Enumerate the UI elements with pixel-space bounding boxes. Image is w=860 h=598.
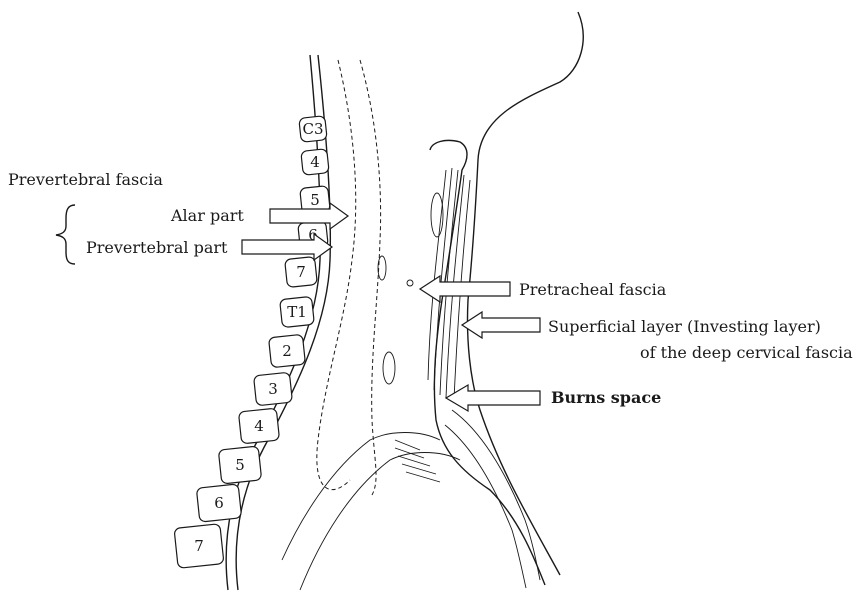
vertebra-label: 5 — [235, 456, 245, 474]
vertebra-label: 7 — [194, 537, 204, 555]
esophagus-line — [282, 433, 440, 561]
prevertebral-brace — [56, 205, 75, 264]
vertebra-label: 2 — [282, 342, 292, 360]
vertebra-label: T1 — [287, 303, 307, 321]
esophagus-line-2 — [300, 453, 460, 591]
burns-space-arrow — [446, 385, 540, 411]
trachea-cartilage-band-2 — [445, 425, 526, 588]
prevertebral-part-label: Prevertebral part — [86, 238, 227, 258]
vertebra-label: 3 — [268, 380, 278, 398]
strap-muscle-fiber — [428, 170, 446, 380]
larynx-outline — [430, 140, 545, 585]
prevertebral-fascia-label: Prevertebral fascia — [8, 170, 163, 190]
small-node — [407, 280, 413, 286]
small-node — [383, 352, 395, 384]
alar-part-label: Alar part — [171, 206, 244, 226]
hatch-lines — [395, 440, 440, 482]
small-node — [378, 256, 386, 280]
pretracheal-fascia-arrow — [420, 276, 510, 302]
superficial-layer-arrow — [462, 312, 540, 338]
vertebra-label: 7 — [296, 263, 306, 281]
vertebra-label: 4 — [310, 153, 320, 171]
burns-space-label: Burns space — [551, 388, 661, 408]
superficial-layer-label-line1: Superficial layer (Investing layer) — [548, 317, 821, 337]
vertebra-label: 5 — [310, 191, 320, 209]
superficial-layer-label-line2: of the deep cervical fascia — [640, 343, 853, 363]
pharynx-anterior-dashed — [360, 60, 381, 495]
vertebra-label: C3 — [302, 120, 323, 138]
prevertebral-part-arrow — [242, 234, 332, 260]
pretracheal-fascia-label: Pretracheal fascia — [519, 280, 666, 300]
vertebra-label: 4 — [254, 417, 264, 435]
vertebra-label: 6 — [214, 494, 224, 512]
